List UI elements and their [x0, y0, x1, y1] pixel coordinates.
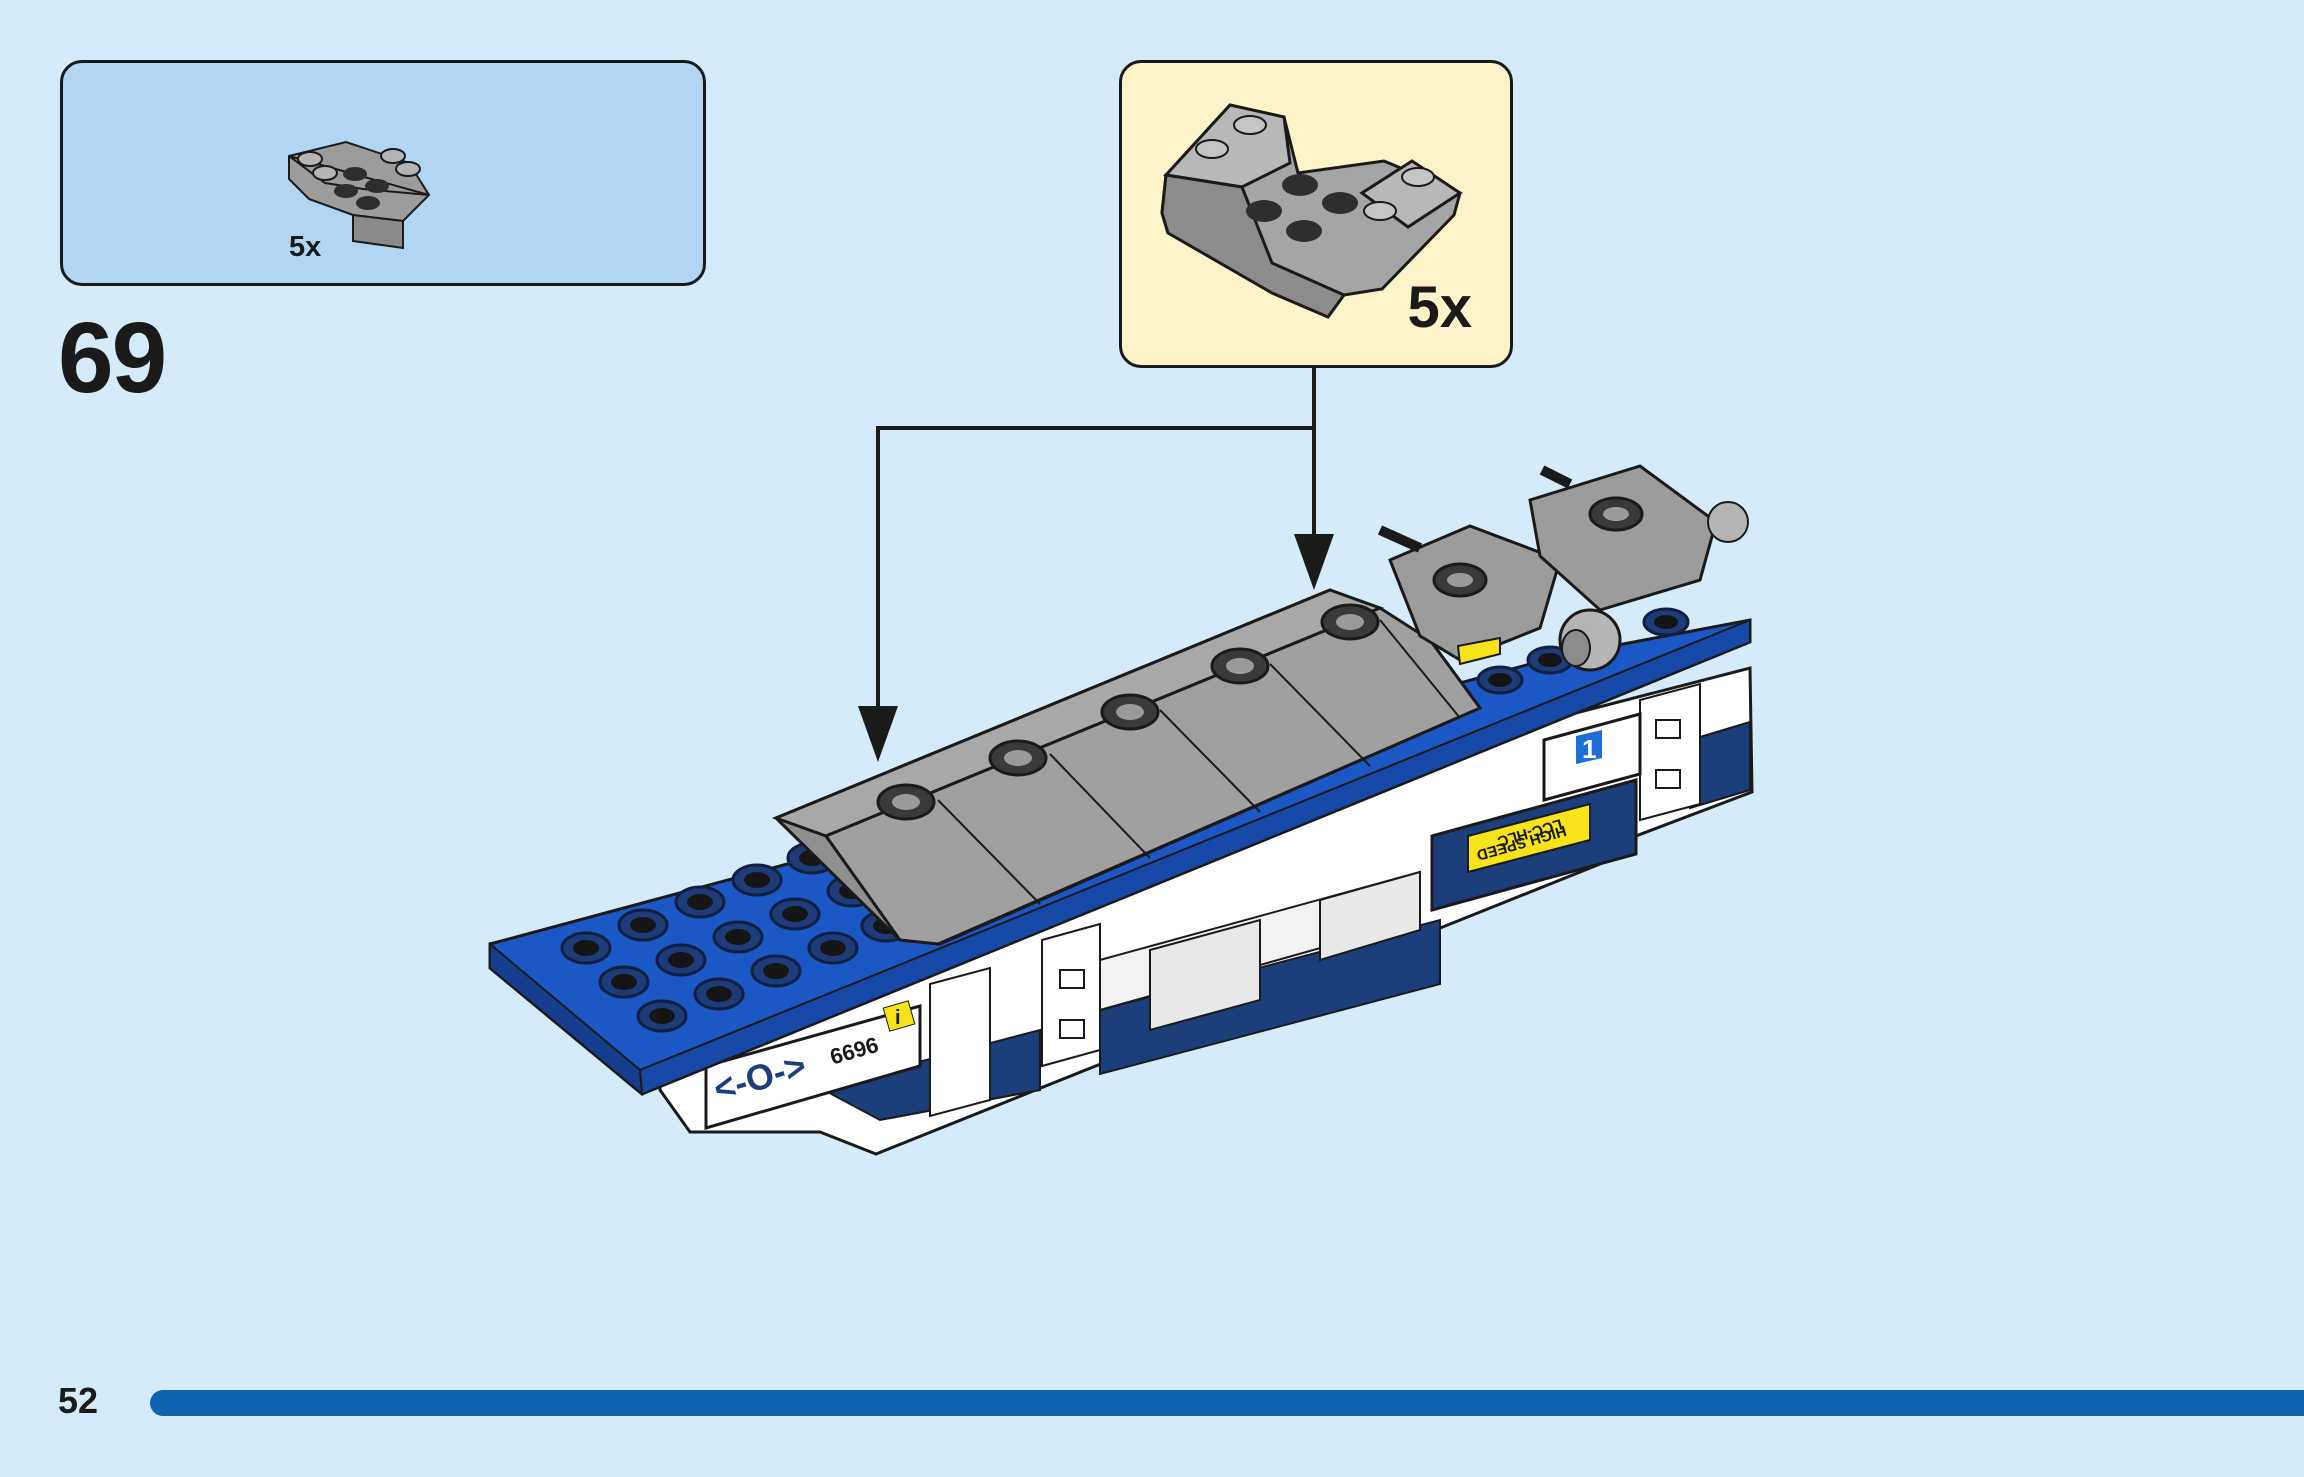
train-car	[488, 464, 1754, 1156]
info-badge: i	[882, 1000, 916, 1032]
arrow-left-head	[858, 706, 898, 762]
inverted-slope-brick-icon	[288, 140, 431, 250]
callout-quantity: 5x	[1407, 275, 1472, 340]
progress-bar	[150, 1390, 2304, 1416]
blue-studs	[560, 607, 1690, 1033]
car-number-label: 1	[1582, 734, 1596, 764]
page-number: 52	[58, 1380, 99, 1421]
placement-arrows	[858, 368, 1334, 762]
parts-list-panel: 5x	[60, 60, 706, 286]
parts-quantity: 5x	[289, 231, 322, 263]
arrow-right-head	[1294, 534, 1334, 590]
step-number: 69	[58, 302, 167, 414]
svg-text:i: i	[895, 1007, 901, 1029]
grey-studs	[876, 603, 1380, 821]
callout-panel: 5x	[1119, 60, 1513, 368]
inverted-slope-brick-callout-icon	[1160, 103, 1463, 319]
